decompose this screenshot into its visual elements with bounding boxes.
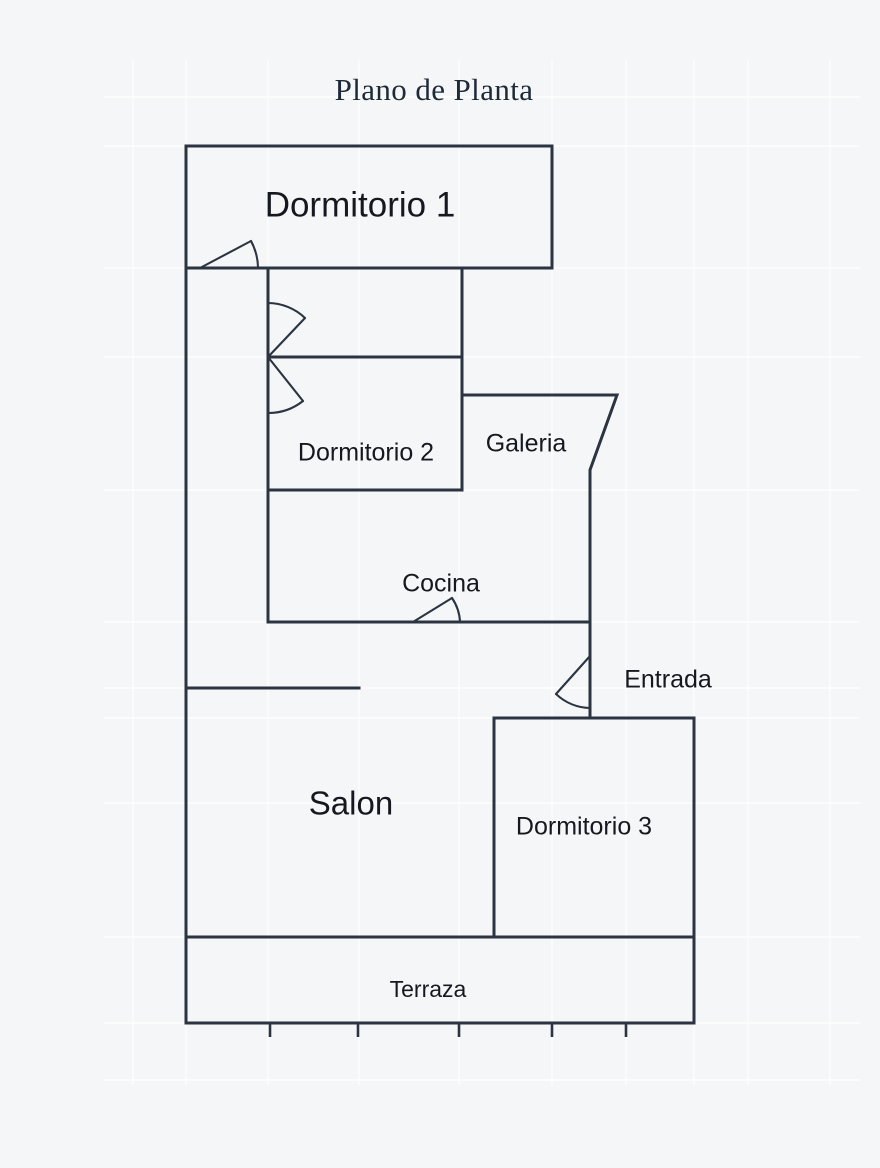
- room-label-cocina: Cocina: [402, 570, 480, 598]
- page-title: Plano de Planta: [335, 72, 534, 107]
- door-dormitorio-2-upper: [266, 301, 307, 359]
- door-dormitorio-1-leaf: [198, 239, 253, 270]
- outer-perimeter: [184, 144, 696, 1025]
- room-label-salon: Salon: [309, 785, 393, 822]
- door-dormitorio-1-swing-arc: [249, 239, 260, 270]
- terrace-railing: [268, 1023, 628, 1037]
- door-cocina-leaf: [411, 596, 454, 624]
- door-group: [198, 239, 592, 710]
- door-dormitorio-2-lower-leaf: [266, 355, 305, 403]
- background-grid: [104, 60, 860, 1085]
- wall-group: [184, 144, 696, 1025]
- door-dormitorio-2-lower-swing-arc: [266, 399, 305, 415]
- room-label-terraza: Terraza: [390, 976, 467, 1002]
- door-cocina: [411, 596, 462, 624]
- door-entrada: [554, 654, 592, 710]
- room-label-dormitorio-2: Dormitorio 2: [298, 439, 434, 467]
- room-label-group: Dormitorio 1 Dormitorio 2 GaleriaCocinaEnt…: [265, 185, 712, 1002]
- room-label-dormitorio-1: Dormitorio 1: [265, 185, 456, 224]
- door-dormitorio-1: [198, 239, 260, 270]
- room-label-entrada: Entrada: [624, 666, 712, 694]
- room-label-dormitorio-3: Dormitorio 3: [516, 813, 652, 841]
- door-cocina-swing-arc: [450, 596, 462, 624]
- door-entrada-leaf: [554, 654, 592, 696]
- room-label-galeria: Galeria: [486, 430, 567, 458]
- door-dormitorio-2-upper-leaf: [266, 316, 307, 359]
- door-entrada-swing-arc: [554, 692, 592, 710]
- door-dormitorio-2-upper-swing-arc: [266, 301, 307, 320]
- door-dormitorio-2-lower: [266, 355, 305, 415]
